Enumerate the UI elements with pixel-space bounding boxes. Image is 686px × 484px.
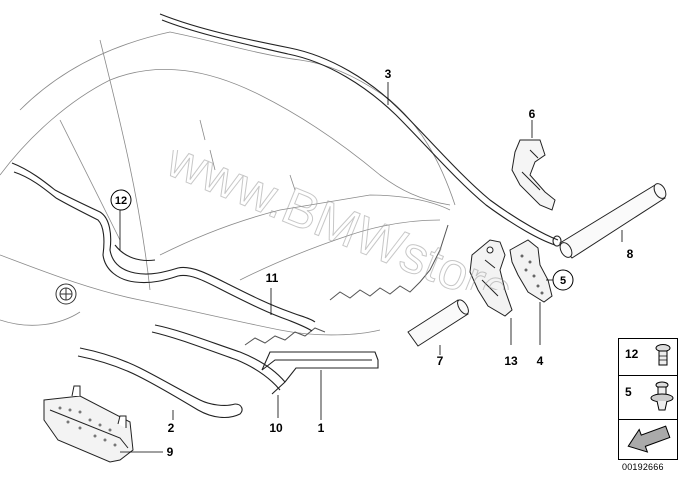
leader-lines: [119, 82, 623, 453]
legend-divider-2: [619, 419, 677, 420]
part-9-bracket: [43, 385, 134, 463]
callout-4: 4: [537, 354, 544, 368]
part-12-seal: [11, 162, 316, 332]
part-6-clip: [511, 139, 556, 211]
callout-11: 11: [266, 271, 279, 285]
bmw-emblem: [55, 283, 77, 305]
callout-12-ring: 12: [110, 189, 132, 211]
legend-label-12: 12: [625, 347, 639, 361]
callout-7: 7: [437, 354, 444, 368]
part-2-seal: [77, 347, 243, 419]
callout-9: 9: [167, 445, 174, 459]
callout-3: 3: [385, 67, 392, 81]
legend-label-5: 5: [625, 385, 632, 399]
callout-1: 1: [318, 421, 325, 435]
clip-icon: [650, 381, 674, 411]
part-3-seal: [159, 13, 562, 247]
part-7-tube: [407, 299, 469, 347]
callout-10: 10: [269, 421, 283, 435]
part-8-tube: [559, 183, 667, 259]
callout-5-ring: 5: [552, 269, 574, 291]
legend-divider-1: [619, 375, 677, 376]
rivet-icon: [655, 344, 671, 366]
diagram-id: 00192666: [622, 462, 664, 472]
callout-8: 8: [627, 247, 634, 261]
part-13-bracket: [469, 239, 513, 317]
part-1-seal: [261, 351, 379, 395]
fastener-legend: 12 5: [618, 338, 678, 460]
callout-6: 6: [529, 107, 536, 121]
callout-2: 2: [168, 421, 175, 435]
part-4-bracket: [509, 239, 553, 303]
part-10-seal: [151, 324, 286, 391]
callout-12: 12: [115, 195, 127, 207]
callout-5: 5: [560, 275, 566, 287]
callout-13: 13: [504, 354, 518, 368]
arrow-icon: [627, 425, 671, 453]
